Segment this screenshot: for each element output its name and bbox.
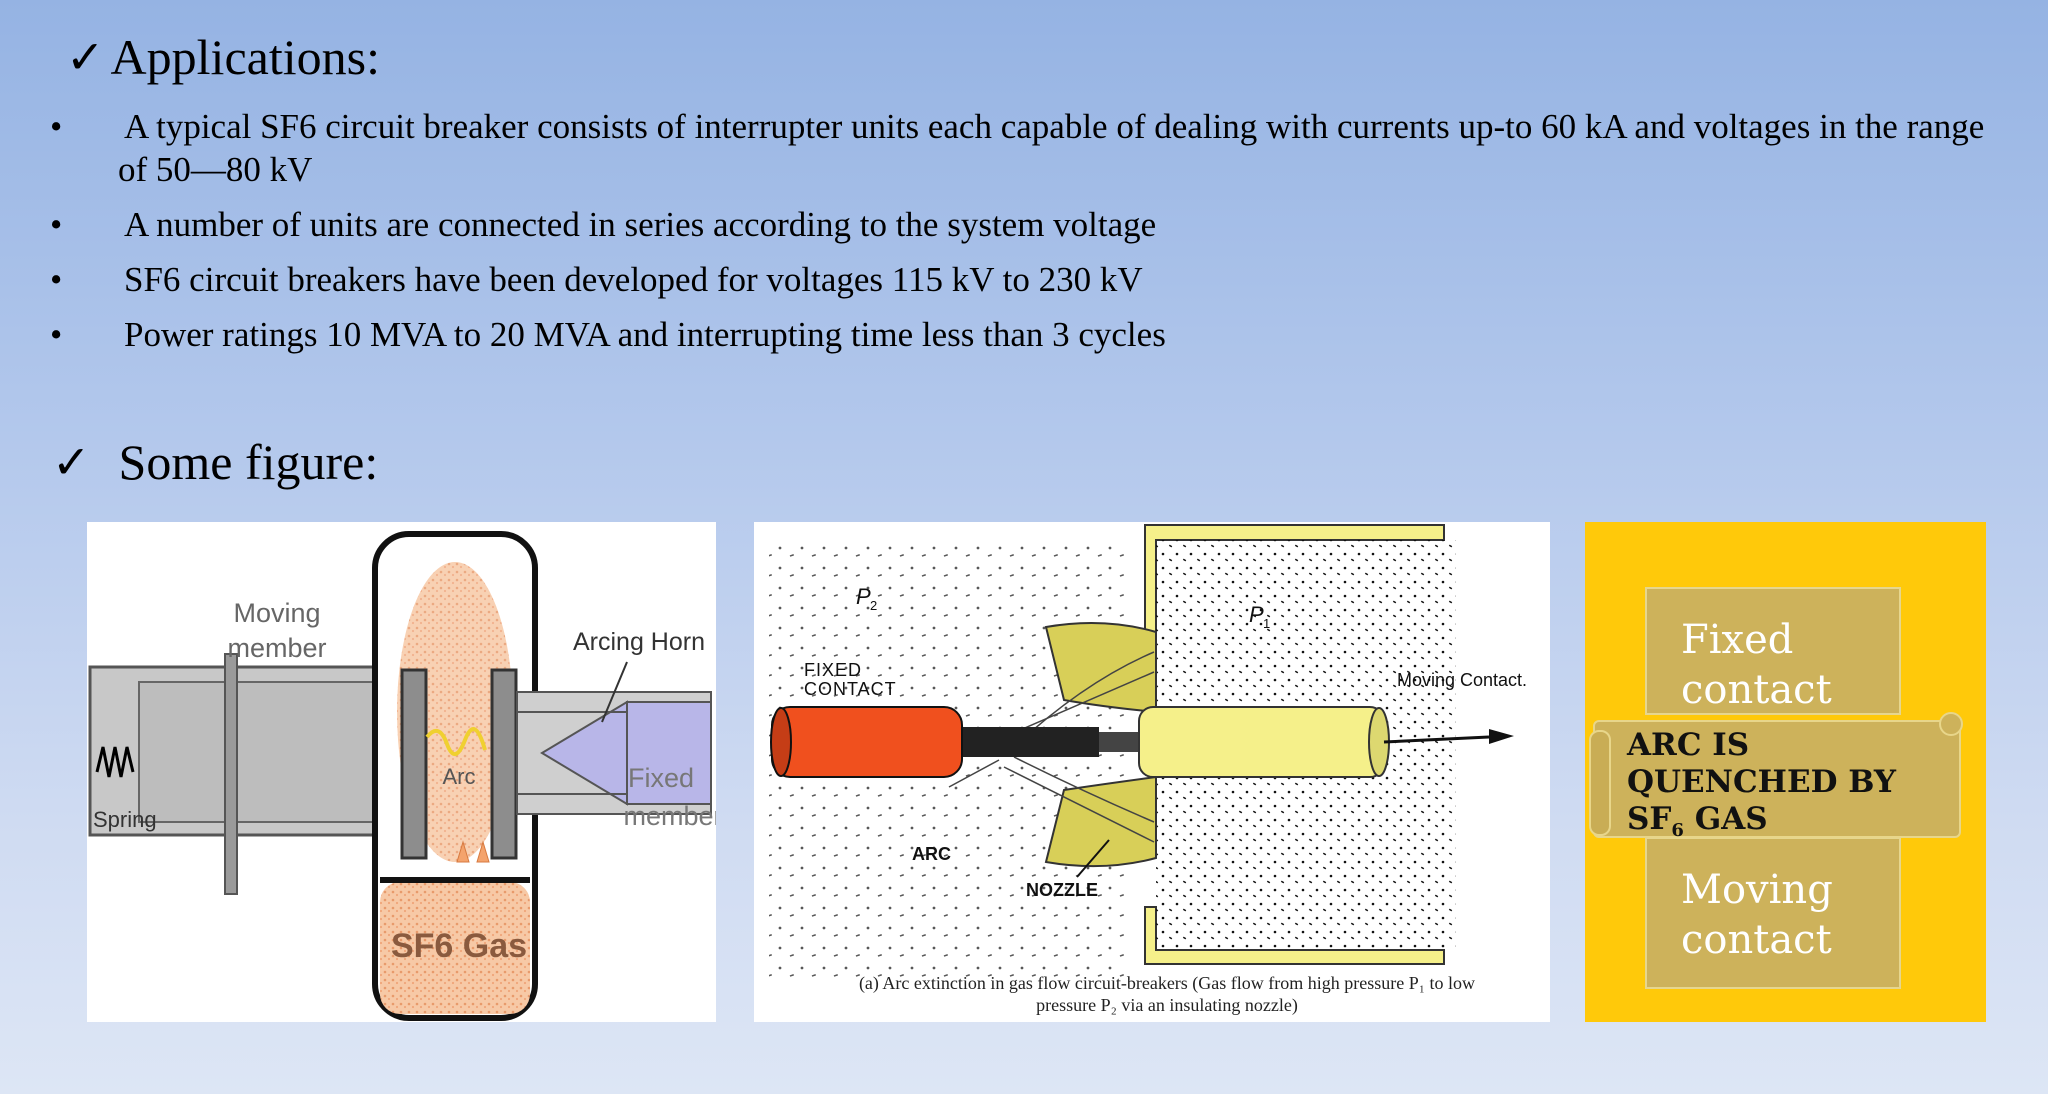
motion-arrow (1383, 735, 1490, 744)
bullet-icon: • (50, 260, 63, 299)
spring-icon (95, 746, 135, 778)
fixed-contact (490, 668, 518, 860)
nozzle-lower (1044, 775, 1157, 868)
applications-heading: ✓ Applications: (66, 28, 380, 86)
arc-icon (425, 727, 487, 756)
label-fixed-member: Fixed (628, 763, 694, 793)
arc-extinction-figure: P 2 P 1 FIXED CONTACT Moving Contact. AR… (754, 522, 1550, 1022)
moving-contact (400, 668, 428, 860)
bullet-item: • Power ratings 10 MVA to 20 MVA and int… (50, 313, 2010, 356)
figures-heading: ✓ Some figure: (52, 433, 378, 491)
fixed-member (626, 701, 712, 805)
checkmark-icon: ✓ (66, 32, 105, 83)
svg-text:2: 2 (870, 598, 877, 613)
label-arcing-horn: Arcing Horn (573, 628, 705, 656)
label-moving-contact: Moving Contact. (1397, 670, 1527, 690)
bullet-icon: • (50, 315, 63, 354)
scroll-curl-icon (1939, 712, 1963, 736)
moving-member-rod (138, 681, 400, 823)
label-fixed-contact: FIXED (804, 660, 862, 680)
label-arc: Arc (443, 764, 476, 789)
bullet-text: Power ratings 10 MVA to 20 MVA and inter… (124, 315, 1166, 354)
bullet-icon: • (50, 107, 63, 146)
applications-title: Applications: (110, 29, 380, 85)
scroll-curl-icon (1589, 730, 1611, 836)
checkmark-icon: ✓ (52, 437, 91, 488)
gas-flow-arrow (456, 840, 470, 863)
label-nozzle: NOZZLE (1026, 880, 1098, 900)
bullet-item: • A number of units are connected in ser… (50, 203, 2010, 246)
application-bullet-list: • A typical SF6 circuit breaker consists… (50, 105, 2010, 368)
gas-flow-arrow (476, 840, 490, 863)
figure-caption: (a) Arc extinction in gas flow circuit-b… (858, 973, 1476, 1015)
svg-text:1: 1 (1263, 616, 1270, 631)
bullet-text: A number of units are connected in serie… (124, 205, 1157, 244)
svg-text:member: member (227, 633, 326, 663)
bullet-text: A typical SF6 circuit breaker consists o… (118, 107, 1985, 189)
svg-text:CONTACT: CONTACT (804, 679, 897, 699)
label-p2: P (856, 584, 871, 609)
moving-member-plate (224, 653, 238, 895)
bullet-text: SF6 circuit breakers have been developed… (124, 260, 1143, 299)
bullet-item: • A typical SF6 circuit breaker consists… (50, 105, 2010, 191)
bullet-item: • SF6 circuit breakers have been develop… (50, 258, 2010, 301)
sf6-breaker-schematic-figure: Moving member Arcing Horn Arc Spring Fix… (87, 522, 716, 1022)
nozzle-upper (1044, 622, 1157, 714)
arc-column (954, 727, 1099, 757)
moving-contact-rod (1138, 706, 1385, 778)
label-spring: Spring (93, 807, 157, 832)
arc-quenched-figure: Fixed contact Moving contact ARC IS QUEN… (1585, 522, 1986, 1022)
svg-text:member: member (623, 801, 716, 831)
fixed-contact-box: Fixed contact (1645, 587, 1901, 715)
label-moving-member: Moving (233, 598, 320, 628)
arc-extinction-diagram: P 2 P 1 FIXED CONTACT Moving Contact. AR… (769, 524, 1527, 982)
arc-quenched-banner: ARC IS QUENCHED BY SF6 GAS (1589, 712, 1963, 841)
fixed-contact-rod (771, 706, 963, 778)
bullet-icon: • (50, 205, 63, 244)
label-sf6-gas: SF6 Gas (391, 927, 527, 965)
sf6-breaker-diagram: Moving member Arcing Horn Arc Spring Fix… (88, 531, 716, 1021)
label-p1: P (1249, 602, 1264, 627)
figures-title: Some figure: (118, 434, 379, 490)
sf6-gas-reservoir (380, 882, 530, 1014)
label-arc: ARC (912, 844, 951, 864)
moving-contact-box: Moving contact (1645, 837, 1901, 989)
